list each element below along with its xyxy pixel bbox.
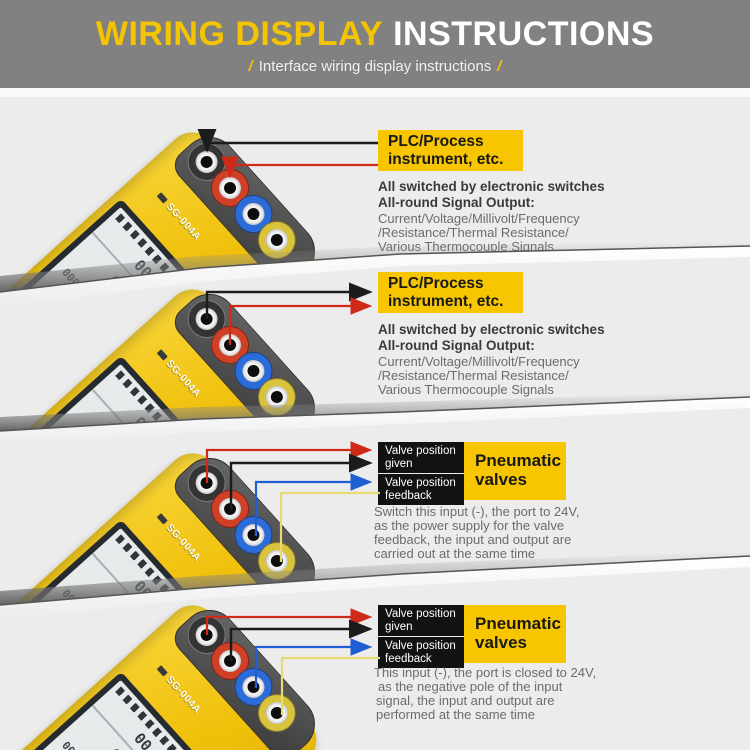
info-body-line: Various Thermocouple Signals: [378, 239, 554, 254]
info-body-line: as the negative pole of the input: [378, 679, 563, 694]
chip-line-1: Valve position: [385, 608, 456, 620]
device-model-label: SG-004A: [154, 191, 203, 242]
chip-line-2: feedback: [385, 652, 432, 665]
callout-line-2: valves: [475, 633, 527, 652]
callout-line-1: PLC/Process: [388, 275, 484, 292]
chip-line-2: feedback: [385, 489, 432, 502]
info-bold-line: All-round Signal Output:: [378, 338, 535, 353]
page-title-white: INSTRUCTIONS: [393, 14, 655, 53]
info-body-line: Current/Voltage/Millivolt/Frequency: [378, 211, 580, 226]
callout-plc-label: PLC/Process instrument, etc.: [378, 272, 523, 313]
info-body-line: as the power supply for the valve: [374, 518, 565, 533]
device-model-label: SG-004A: [154, 348, 203, 399]
info-bold-line: All switched by electronic switches: [378, 322, 605, 337]
info-body-line: performed at the same time: [376, 707, 535, 722]
chip-line-1: Valve position: [385, 640, 456, 652]
chip-line-2: given: [385, 620, 413, 633]
chip-valve-position-feedback: Valve position feedback: [378, 474, 464, 505]
info-bold-line: All-round Signal Output:: [378, 195, 535, 210]
page-subtitle: / Interface wiring display instructions /: [243, 58, 508, 75]
chip-line-1: Valve position: [385, 477, 456, 489]
header-divider-strip: [0, 88, 750, 97]
device-model-label: SG-004A: [154, 664, 203, 715]
info-body-line: Various Thermocouple Signals: [378, 382, 554, 397]
info-body-line: Current/Voltage/Millivolt/Frequency: [378, 354, 580, 369]
callout-plc-label: PLC/Process instrument, etc.: [378, 130, 523, 171]
info-body-line: feedback, the input and output are: [374, 532, 572, 547]
chip-line-1: Valve position: [385, 445, 456, 457]
callout-pneumatic-valves: Pneumatic valves: [464, 442, 566, 500]
info-body-line: This input (-), the port is closed to 24…: [374, 665, 597, 680]
info-bold-line: All switched by electronic switches: [378, 179, 605, 194]
callout-line-2: instrument, etc.: [388, 150, 504, 168]
callout-line-1: Pneumatic: [475, 614, 561, 633]
callout-pneumatic-valves: Pneumatic valves: [464, 605, 566, 663]
signal-generator-device: SG-004A 00.007 00.00 0000: [0, 588, 335, 750]
info-body-line: carried out at the same time: [374, 546, 536, 561]
page-title-yellow: WIRING DISPLAY: [95, 14, 384, 53]
chip-line-2: given: [385, 457, 413, 470]
info-body-line: Switch this input (-), the port to 24V,: [374, 504, 580, 519]
callout-line-2: valves: [475, 470, 527, 489]
chip-valve-position-feedback: Valve position feedback: [378, 637, 464, 668]
info-body-line: signal, the input and output are: [376, 693, 555, 708]
info-body-line: /Resistance/Thermal Resistance/: [378, 368, 569, 383]
callout-line-1: Pneumatic: [475, 451, 561, 470]
info-body-line: /Resistance/Thermal Resistance/: [378, 225, 569, 240]
callout-line-2: instrument, etc.: [388, 292, 504, 310]
slash-right-decoration: /: [497, 57, 502, 75]
chip-valve-position-given: Valve position given: [378, 605, 464, 636]
chip-valve-position-given: Valve position given: [378, 442, 464, 473]
slash-left-decoration: /: [248, 57, 253, 75]
device-model-label: SG-004A: [154, 512, 203, 563]
callout-line-1: PLC/Process: [388, 133, 484, 150]
page-subtitle-text: Interface wiring display instructions: [258, 57, 492, 75]
